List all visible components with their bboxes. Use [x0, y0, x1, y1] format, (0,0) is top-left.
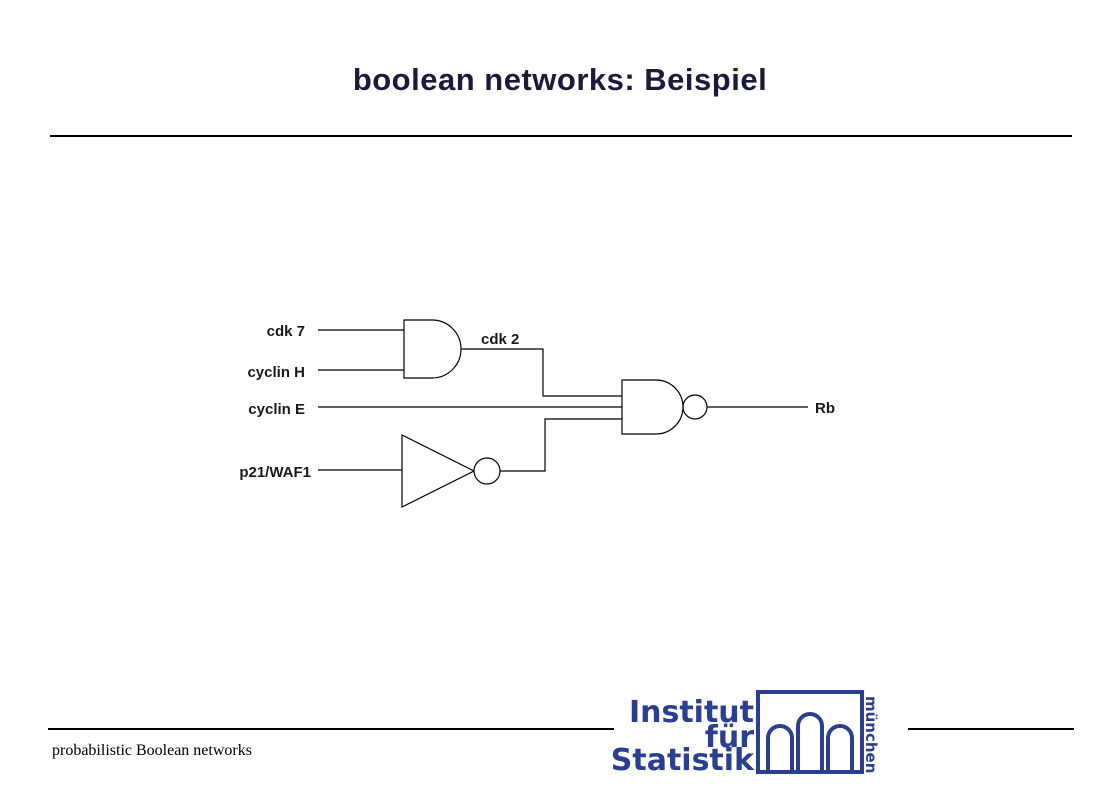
logo-line-institut: Institut — [629, 695, 754, 730]
label-cyclin-h: cyclin H — [247, 364, 305, 381]
title-divider — [50, 135, 1072, 137]
footer-divider-left — [48, 728, 614, 730]
logo-line-fur: für — [705, 720, 754, 755]
label-rb: Rb — [815, 400, 835, 417]
label-cyclin-e: cyclin E — [248, 401, 305, 418]
label-p21-waf1: p21/WAF1 — [239, 464, 311, 481]
wire-cdk2 — [461, 348, 622, 397]
wire-not-output — [500, 418, 622, 472]
label-cdk2: cdk 2 — [481, 331, 519, 348]
and-gate-1 — [403, 319, 462, 379]
footer-text: probabilistic Boolean networks — [52, 742, 252, 759]
logo-line-statistik: Statistik — [611, 743, 755, 778]
logo-side-munchen: münchen — [862, 696, 880, 773]
slide-title: boolean networks: Beispiel — [352, 62, 768, 97]
label-cdk7: cdk 7 — [267, 323, 305, 340]
not-gate — [401, 434, 476, 508]
logo-arches-icon — [756, 690, 864, 774]
footer-divider-right — [908, 728, 1074, 730]
